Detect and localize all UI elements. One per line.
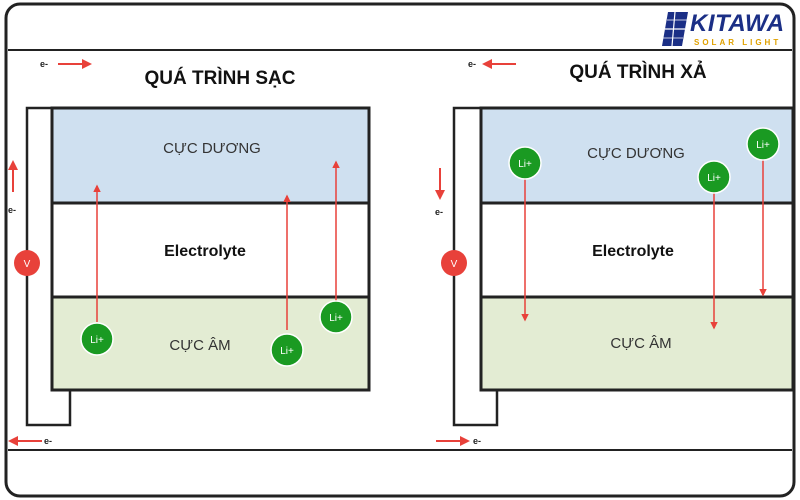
svg-text:Li+: Li+: [280, 346, 294, 357]
brand-name: KITAWA: [690, 10, 785, 37]
negative-electrode: [479, 295, 795, 392]
panel-discharging: QUÁ TRÌNH XẢ CỰC DƯƠNG Electrolyte CỰC Â…: [435, 59, 795, 446]
voltmeter: [441, 250, 467, 276]
svg-text:Li+: Li+: [329, 313, 343, 324]
electron-label-bottom: e-: [473, 436, 481, 446]
lithium-ion: Li+: [80, 322, 114, 356]
voltmeter: [14, 250, 40, 276]
panel-title: QUÁ TRÌNH SẠC: [145, 67, 296, 89]
lithium-ion: Li+: [270, 333, 304, 367]
lithium-ion: Li+: [508, 146, 542, 180]
voltmeter-label: V: [24, 259, 31, 270]
electron-label-side: e-: [435, 207, 443, 217]
solar-panel-icon: [662, 12, 688, 46]
external-circuit: [452, 106, 499, 427]
svg-text:Li+: Li+: [518, 159, 532, 170]
panel-charging: QUÁ TRÌNH SẠC CỰC DƯƠNG Electrolyte CỰC …: [7, 59, 371, 446]
kitawa-logo: KITAWA SOLAR LIGHT: [662, 8, 794, 52]
svg-text:Li+: Li+: [90, 335, 104, 346]
external-circuit: [25, 106, 72, 427]
svg-text:Li+: Li+: [707, 173, 721, 184]
electron-label-bottom: e-: [44, 436, 52, 446]
electron-label-top: e-: [468, 59, 476, 69]
svg-text:Li+: Li+: [756, 140, 770, 151]
negative-electrode-label: CỰC ÂM: [169, 337, 230, 354]
lithium-ion: Li+: [697, 160, 731, 194]
positive-electrode-label: CỰC DƯƠNG: [587, 145, 685, 162]
electron-label-side: e-: [8, 205, 16, 215]
voltmeter-label: V: [451, 259, 458, 270]
negative-electrode-label: CỰC ÂM: [610, 335, 671, 352]
electrolyte-layer: [479, 201, 795, 299]
lithium-ion: Li+: [746, 127, 780, 161]
electrolyte-label: Electrolyte: [592, 243, 674, 260]
brand-tagline: SOLAR LIGHT: [694, 38, 782, 47]
panel-title: QUÁ TRÌNH XẢ: [569, 61, 707, 83]
lithium-ion: Li+: [319, 300, 353, 334]
electron-label-top: e-: [40, 59, 48, 69]
positive-electrode-label: CỰC DƯƠNG: [163, 140, 261, 157]
electrolyte-label: Electrolyte: [164, 243, 246, 260]
